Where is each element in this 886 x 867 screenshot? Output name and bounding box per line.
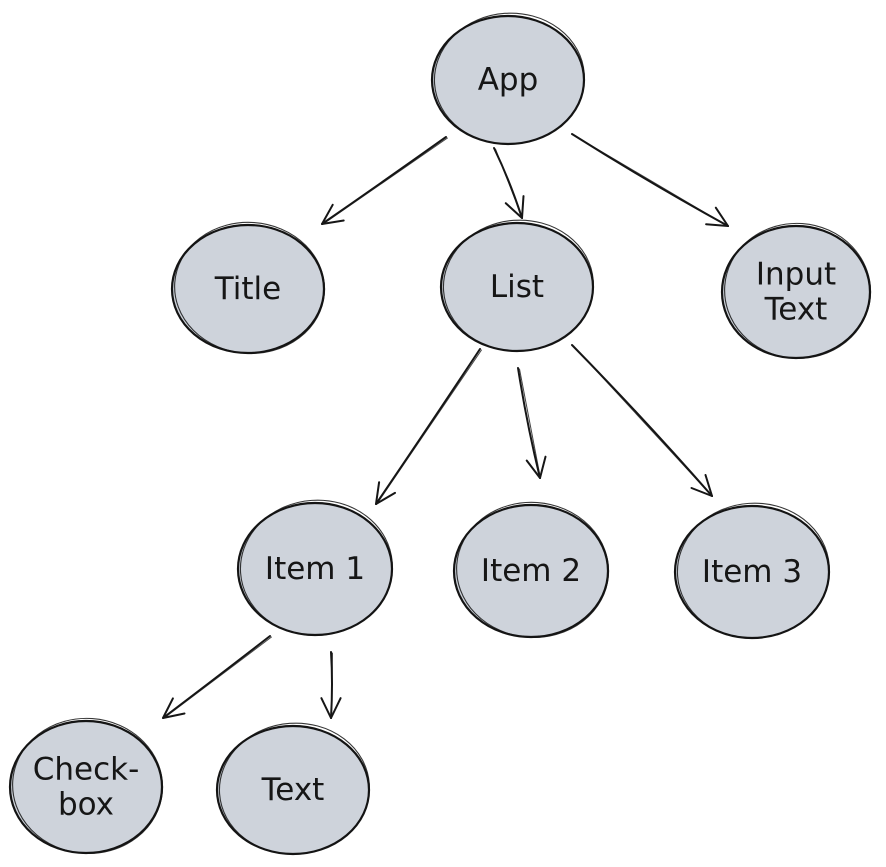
arrowhead-list (504, 195, 525, 219)
edge-list-to-item-2 (517, 367, 547, 479)
node-item-2-label: Item 2 (481, 553, 581, 589)
node-item-1-label: Item 1 (265, 551, 365, 587)
node-text: Text (215, 722, 371, 856)
node-input-text-label: Text (764, 292, 828, 328)
node-app-label: App (478, 62, 539, 98)
node-checkbox: Check-box (8, 717, 164, 855)
arrowhead-item-2 (525, 455, 547, 479)
node-item-3: Item 3 (673, 502, 831, 640)
arrowhead-input-text (705, 206, 729, 227)
node-list-label: List (490, 269, 544, 305)
edge-item-1-to-checkbox (162, 635, 272, 719)
node-text-label: Text (261, 772, 325, 808)
edge-app-to-title (321, 136, 448, 225)
node-checkbox-label: box (58, 787, 114, 823)
node-checkbox-label: Check- (33, 752, 140, 788)
node-list: List (439, 219, 595, 353)
node-item-3-label: Item 3 (702, 554, 802, 590)
node-title: Title (170, 221, 326, 355)
arrowhead-item-3 (690, 474, 713, 497)
node-item-2: Item 2 (452, 501, 610, 639)
arrowhead-checkbox (162, 697, 186, 719)
node-app: App (430, 12, 586, 146)
edge-list-to-item-3 (571, 344, 713, 497)
arrowhead-item-1 (375, 481, 396, 505)
node-input-text-label: Input (756, 257, 836, 293)
edge-list-to-item-1 (375, 348, 482, 505)
node-item-1: Item 1 (236, 499, 394, 637)
edge-item-1-to-text (320, 651, 342, 719)
edge-app-to-input-text (571, 133, 729, 227)
arrowhead-text (320, 697, 342, 719)
edges-layer (162, 133, 729, 719)
edge-app-to-list (493, 147, 525, 219)
arrowhead-title (321, 203, 345, 225)
node-title-label: Title (214, 271, 281, 307)
